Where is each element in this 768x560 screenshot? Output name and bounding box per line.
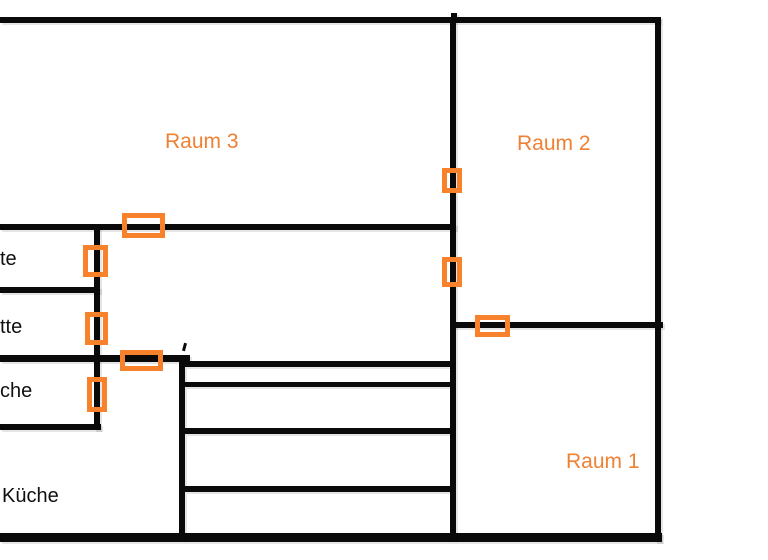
wall-outer-top	[0, 17, 660, 23]
wall-stairs-line-1	[185, 361, 453, 367]
room-label-raum-3: Raum 3	[165, 130, 239, 153]
wall-mid-vertical	[450, 17, 456, 540]
door-marker-door-raum3-wall	[122, 213, 165, 238]
area-label-room-che: che	[0, 380, 33, 402]
wall-divider-che-bottom	[0, 424, 101, 430]
wall-left-rooms-vertical	[94, 224, 100, 430]
wall-stairs-left-vertical	[179, 358, 185, 538]
door-marker-door-raum2-lower	[442, 257, 462, 287]
wall-stairs-line-2	[185, 382, 450, 387]
area-label-room-tte: tte	[0, 316, 23, 338]
door-marker-door-tte	[85, 312, 108, 345]
wall-outer-right	[655, 17, 661, 542]
wall-divider-tte-che	[0, 355, 190, 362]
wall-raum3-bottom	[0, 224, 456, 230]
door-marker-door-che	[87, 377, 107, 412]
door-marker-door-raum2-upper	[442, 168, 462, 193]
room-label-raum-1: Raum 1	[566, 450, 640, 473]
room-label-raum-2: Raum 2	[517, 132, 591, 155]
area-label-room-te: te	[0, 248, 17, 270]
wall-stairs-line-3	[185, 428, 450, 434]
wall-raum1-raum2-divider	[450, 322, 663, 328]
wall-stairs-line-4	[185, 486, 450, 492]
door-marker-door-tte-che-wall	[120, 350, 163, 371]
wall-outer-bottom	[0, 533, 662, 542]
door-marker-door-raum1-raum2	[475, 315, 510, 337]
area-label-kueche: Küche	[2, 485, 59, 507]
door-marker-door-te	[83, 245, 108, 277]
stray-pen-mark	[182, 342, 187, 352]
wall-divider-te-tte	[0, 287, 100, 293]
wall-mid-vertical-top-nub	[451, 13, 457, 18]
